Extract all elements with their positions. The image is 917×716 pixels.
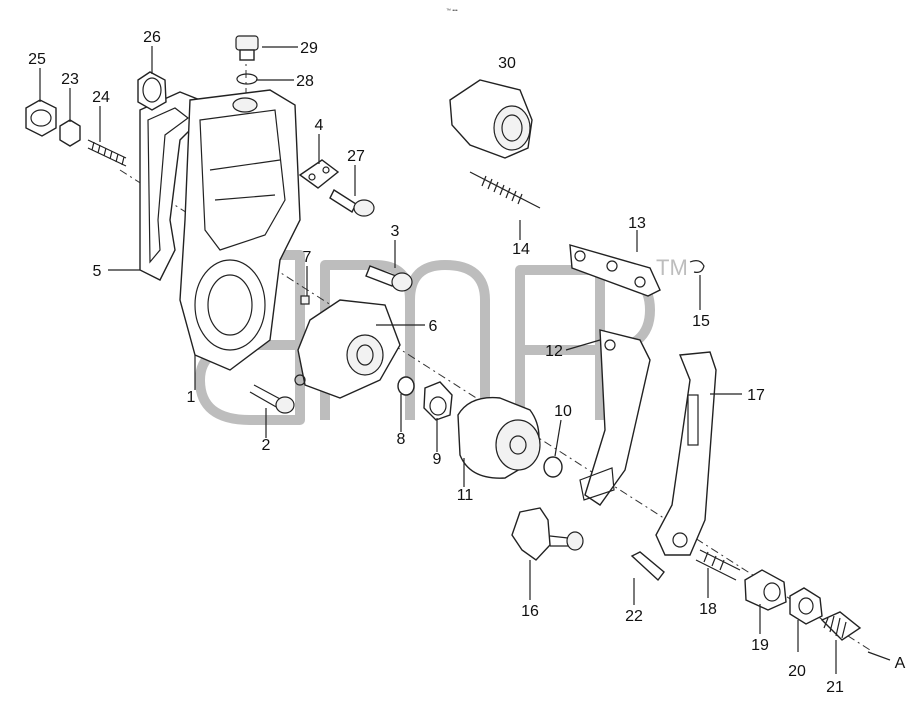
part-5-gasket bbox=[139, 91, 201, 281]
callout-29: 29 bbox=[300, 40, 318, 57]
part-22-screw bbox=[630, 551, 665, 582]
callout-20: 20 bbox=[788, 663, 806, 680]
part-27-bolt bbox=[329, 188, 375, 217]
part-3-bolt bbox=[365, 265, 413, 292]
callout-15: 15 bbox=[692, 313, 710, 330]
part-16-bracket bbox=[511, 507, 584, 561]
part-14-spring bbox=[469, 171, 541, 209]
part-24-stud bbox=[87, 139, 127, 167]
callout-12: 12 bbox=[545, 343, 563, 360]
callout-labels: 1 2 3 4 5 6 7 8 9 10 11 12 13 14 15 16 1… bbox=[28, 29, 906, 696]
callout-23: 23 bbox=[61, 71, 79, 88]
callout-22: 22 bbox=[625, 608, 643, 625]
callout-18: 18 bbox=[699, 601, 717, 618]
leader-lines bbox=[39, 46, 891, 674]
callout-19: 19 bbox=[751, 637, 769, 654]
part-23-nut bbox=[59, 119, 81, 147]
part-29-plug bbox=[235, 35, 259, 61]
part-6-cam-plate bbox=[294, 299, 401, 399]
part-17-plate bbox=[655, 351, 717, 556]
part-28-o-ring bbox=[236, 73, 258, 85]
part-12-lever-arm bbox=[579, 329, 651, 506]
part-21-screw bbox=[820, 611, 862, 641]
callout-4: 4 bbox=[315, 117, 324, 134]
part-4-bracket bbox=[298, 159, 340, 189]
part-2-screw bbox=[249, 384, 295, 414]
corner-mark: ™ ••• bbox=[446, 8, 458, 14]
callout-2: 2 bbox=[262, 437, 271, 454]
callout-1: 1 bbox=[187, 389, 196, 406]
callout-5: 5 bbox=[93, 263, 102, 280]
part-8-washer bbox=[397, 376, 415, 396]
part-1-housing bbox=[179, 89, 301, 371]
callout-6: 6 bbox=[429, 318, 438, 335]
part-19-nut bbox=[744, 569, 787, 611]
callout-21: 21 bbox=[826, 679, 844, 696]
part-15-clip bbox=[689, 260, 705, 273]
callout-13: 13 bbox=[628, 215, 646, 232]
callout-8: 8 bbox=[397, 431, 406, 448]
callout-30: 30 bbox=[498, 55, 516, 72]
part-10-o-ring bbox=[543, 456, 563, 478]
part-9-sleeve bbox=[423, 381, 453, 421]
callout-24: 24 bbox=[92, 89, 110, 106]
callout-16: 16 bbox=[521, 603, 539, 620]
part-30-sleeve bbox=[449, 79, 533, 159]
callout-11: 11 bbox=[457, 487, 474, 504]
callout-3: 3 bbox=[391, 223, 400, 240]
callout-27: 27 bbox=[347, 148, 365, 165]
callout-10: 10 bbox=[554, 403, 572, 420]
callout-7: 7 bbox=[303, 249, 312, 266]
part-25-cap bbox=[25, 99, 57, 137]
part-26-bushing bbox=[137, 71, 167, 111]
callout-28: 28 bbox=[296, 73, 314, 90]
part-20-nut bbox=[789, 587, 823, 625]
callout-25: 25 bbox=[28, 51, 46, 68]
reference-label-a: A bbox=[895, 655, 906, 672]
callout-14: 14 bbox=[512, 241, 530, 258]
callout-17: 17 bbox=[747, 387, 765, 404]
watermark-tm: TM bbox=[656, 255, 688, 280]
part-13-lever bbox=[569, 244, 661, 297]
part-11-drum bbox=[457, 396, 541, 479]
callout-9: 9 bbox=[433, 451, 442, 468]
part-7-pin bbox=[300, 295, 310, 305]
callout-26: 26 bbox=[143, 29, 161, 46]
part-18-fitting bbox=[695, 549, 741, 581]
